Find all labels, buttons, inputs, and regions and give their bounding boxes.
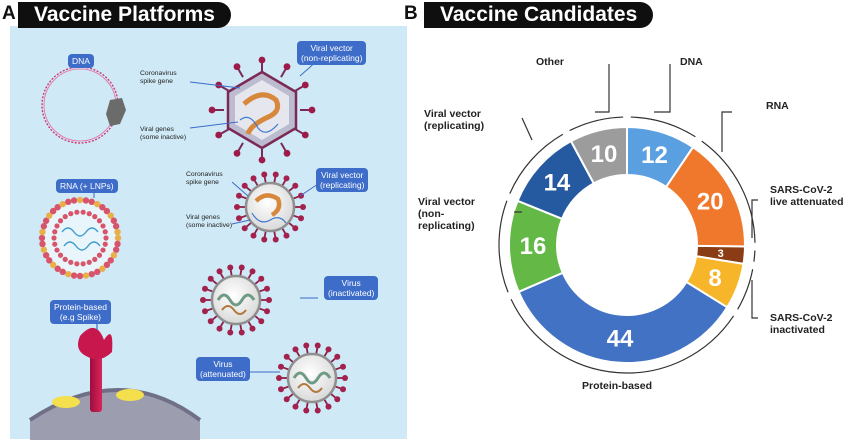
donut-chart: 12 20 3 8 44 16 14 10 [498, 64, 758, 374]
label-vv-nonrep-line2: (non- [418, 208, 445, 220]
label-vv-rep-line1: Viral vector [424, 108, 482, 120]
donut-value-label-2: 3 [718, 248, 724, 260]
label-inactivated: SARS-CoV-2 inactivated [770, 312, 832, 336]
label-vv-nonrep-line1: Viral vector [418, 196, 476, 208]
annotation-genes2-line1: Viral genes [186, 214, 220, 221]
donut-bracket-1 [701, 140, 756, 243]
tag-vv-nonrep-line2: (non-replicating) [301, 53, 363, 63]
donut-bracket-3 [737, 269, 754, 310]
tag-vv-nonrep-line1: Viral vector [310, 43, 353, 53]
label-vv-nonrep-line3: replicating) [418, 220, 475, 232]
label-live-attenuated: SARS-CoV-2 live attenuated [770, 184, 844, 208]
leader-line-5 [521, 117, 533, 141]
annotation-spike-gene-1: Coronavirus spike gene [140, 70, 177, 86]
tag-virus-att-line1: Virus [213, 359, 233, 369]
label-live-line1: SARS-CoV-2 [770, 184, 833, 196]
platforms-illustration [28, 56, 348, 440]
tag-virus-attenuated: Virus (attenuated) [196, 357, 250, 381]
leader-line-1 [654, 64, 671, 113]
annotation-spike2-line2: spike gene [186, 179, 219, 186]
donut-bracket-6 [509, 133, 564, 194]
tag-vv-rep-line2: (replicating) [320, 180, 365, 190]
label-inact-line1: SARS-CoV-2 [770, 312, 833, 324]
panel-a-letter: A [2, 3, 16, 24]
annotation-viral-genes-1: Viral genes (some inactive) [140, 126, 186, 142]
tag-vv-rep-line1: Viral vector [321, 170, 364, 180]
donut-slice-7 [569, 125, 628, 185]
label-vv-rep-line2: (replicating) [424, 120, 485, 132]
leader-line-3 [751, 199, 758, 238]
tag-protein: Protein-based (e.g Spike) [50, 300, 111, 324]
donut-value-label-3: 8 [708, 265, 721, 292]
label-live-line2: live attenuated [770, 196, 844, 208]
annotation-genes1-line1: Viral genes [140, 126, 174, 133]
label-protein-based: Protein-based [582, 380, 653, 392]
tag-virus-att-line2: (attenuated) [200, 369, 246, 379]
tag-protein-line1: Protein-based [54, 302, 107, 312]
donut-value-label-5: 16 [520, 233, 547, 260]
donut-value-label-0: 12 [641, 142, 668, 169]
annotation-spike2-line1: Coronavirus [186, 171, 223, 178]
tag-dna: DNA [68, 54, 94, 68]
label-rna: RNA [766, 100, 789, 112]
leader-line-4 [751, 280, 758, 319]
annotation-spike1-line1: Coronavirus [140, 70, 177, 77]
annotation-viral-genes-2: Viral genes (some inactive) [186, 214, 232, 230]
donut-bracket-4 [510, 299, 735, 374]
annotation-spike1-line2: spike gene [140, 78, 173, 85]
tag-viral-vector-rep: Viral vector (replicating) [316, 168, 369, 192]
donut-bracket-7 [569, 116, 624, 132]
tag-virus-inact-line2: (inactivated) [328, 288, 375, 298]
donut-value-label-6: 14 [544, 169, 571, 196]
donut-value-label-4: 44 [607, 326, 634, 353]
donut-value-label-1: 20 [697, 188, 724, 215]
annotation-spike-gene-2: Coronavirus spike gene [186, 171, 223, 187]
panel-b-title: Vaccine Candidates [424, 2, 654, 28]
attenuated-virus-icon [276, 342, 348, 414]
rna-lnp-icon [38, 196, 122, 280]
donut-bracket-5 [498, 200, 509, 293]
panel-vaccine-candidates: B Vaccine Candidates 12 20 3 8 44 16 14 10 Othe… [404, 0, 850, 441]
label-dna: DNA [680, 56, 703, 68]
label-inact-line2: inactivated [770, 324, 825, 336]
panel-a-title: Vaccine Platforms [18, 2, 231, 28]
annotation-genes2-line2: (some inactive) [186, 222, 233, 229]
label-viral-vector-rep: Viral vector (replicating) [424, 108, 484, 132]
annotation-genes1-line2: (some inactive) [140, 134, 187, 141]
tag-virus-inact-line1: Virus [341, 278, 361, 288]
donut-slice-4 [517, 271, 729, 364]
replicating-vector-icon [234, 171, 306, 243]
dna-plasmid-icon [41, 60, 126, 144]
adenovirus-vector-icon [208, 56, 316, 164]
tag-virus-inactivated: Virus (inactivated) [324, 276, 379, 300]
leader-line-0 [595, 64, 610, 113]
tag-rna-lnp: RNA (+ LNPs) [56, 179, 118, 193]
panel-vaccine-platforms: A Vaccine Platforms [0, 0, 412, 441]
donut-bracket-2 [753, 250, 756, 262]
panel-b-letter: B [404, 3, 418, 24]
label-other: Other [536, 56, 565, 68]
donut-bracket-0 [630, 116, 696, 138]
donut-value-label-7: 10 [591, 141, 618, 168]
tag-protein-line2: (e.g Spike) [59, 312, 102, 322]
leader-line-2 [721, 111, 732, 152]
protein-spike-icon [28, 318, 202, 440]
label-viral-vector-nonrep: Viral vector (non- replicating) [418, 196, 475, 232]
inactivated-virus-icon [200, 264, 272, 336]
tag-viral-vector-nonrep: Viral vector (non-replicating) [297, 41, 367, 65]
